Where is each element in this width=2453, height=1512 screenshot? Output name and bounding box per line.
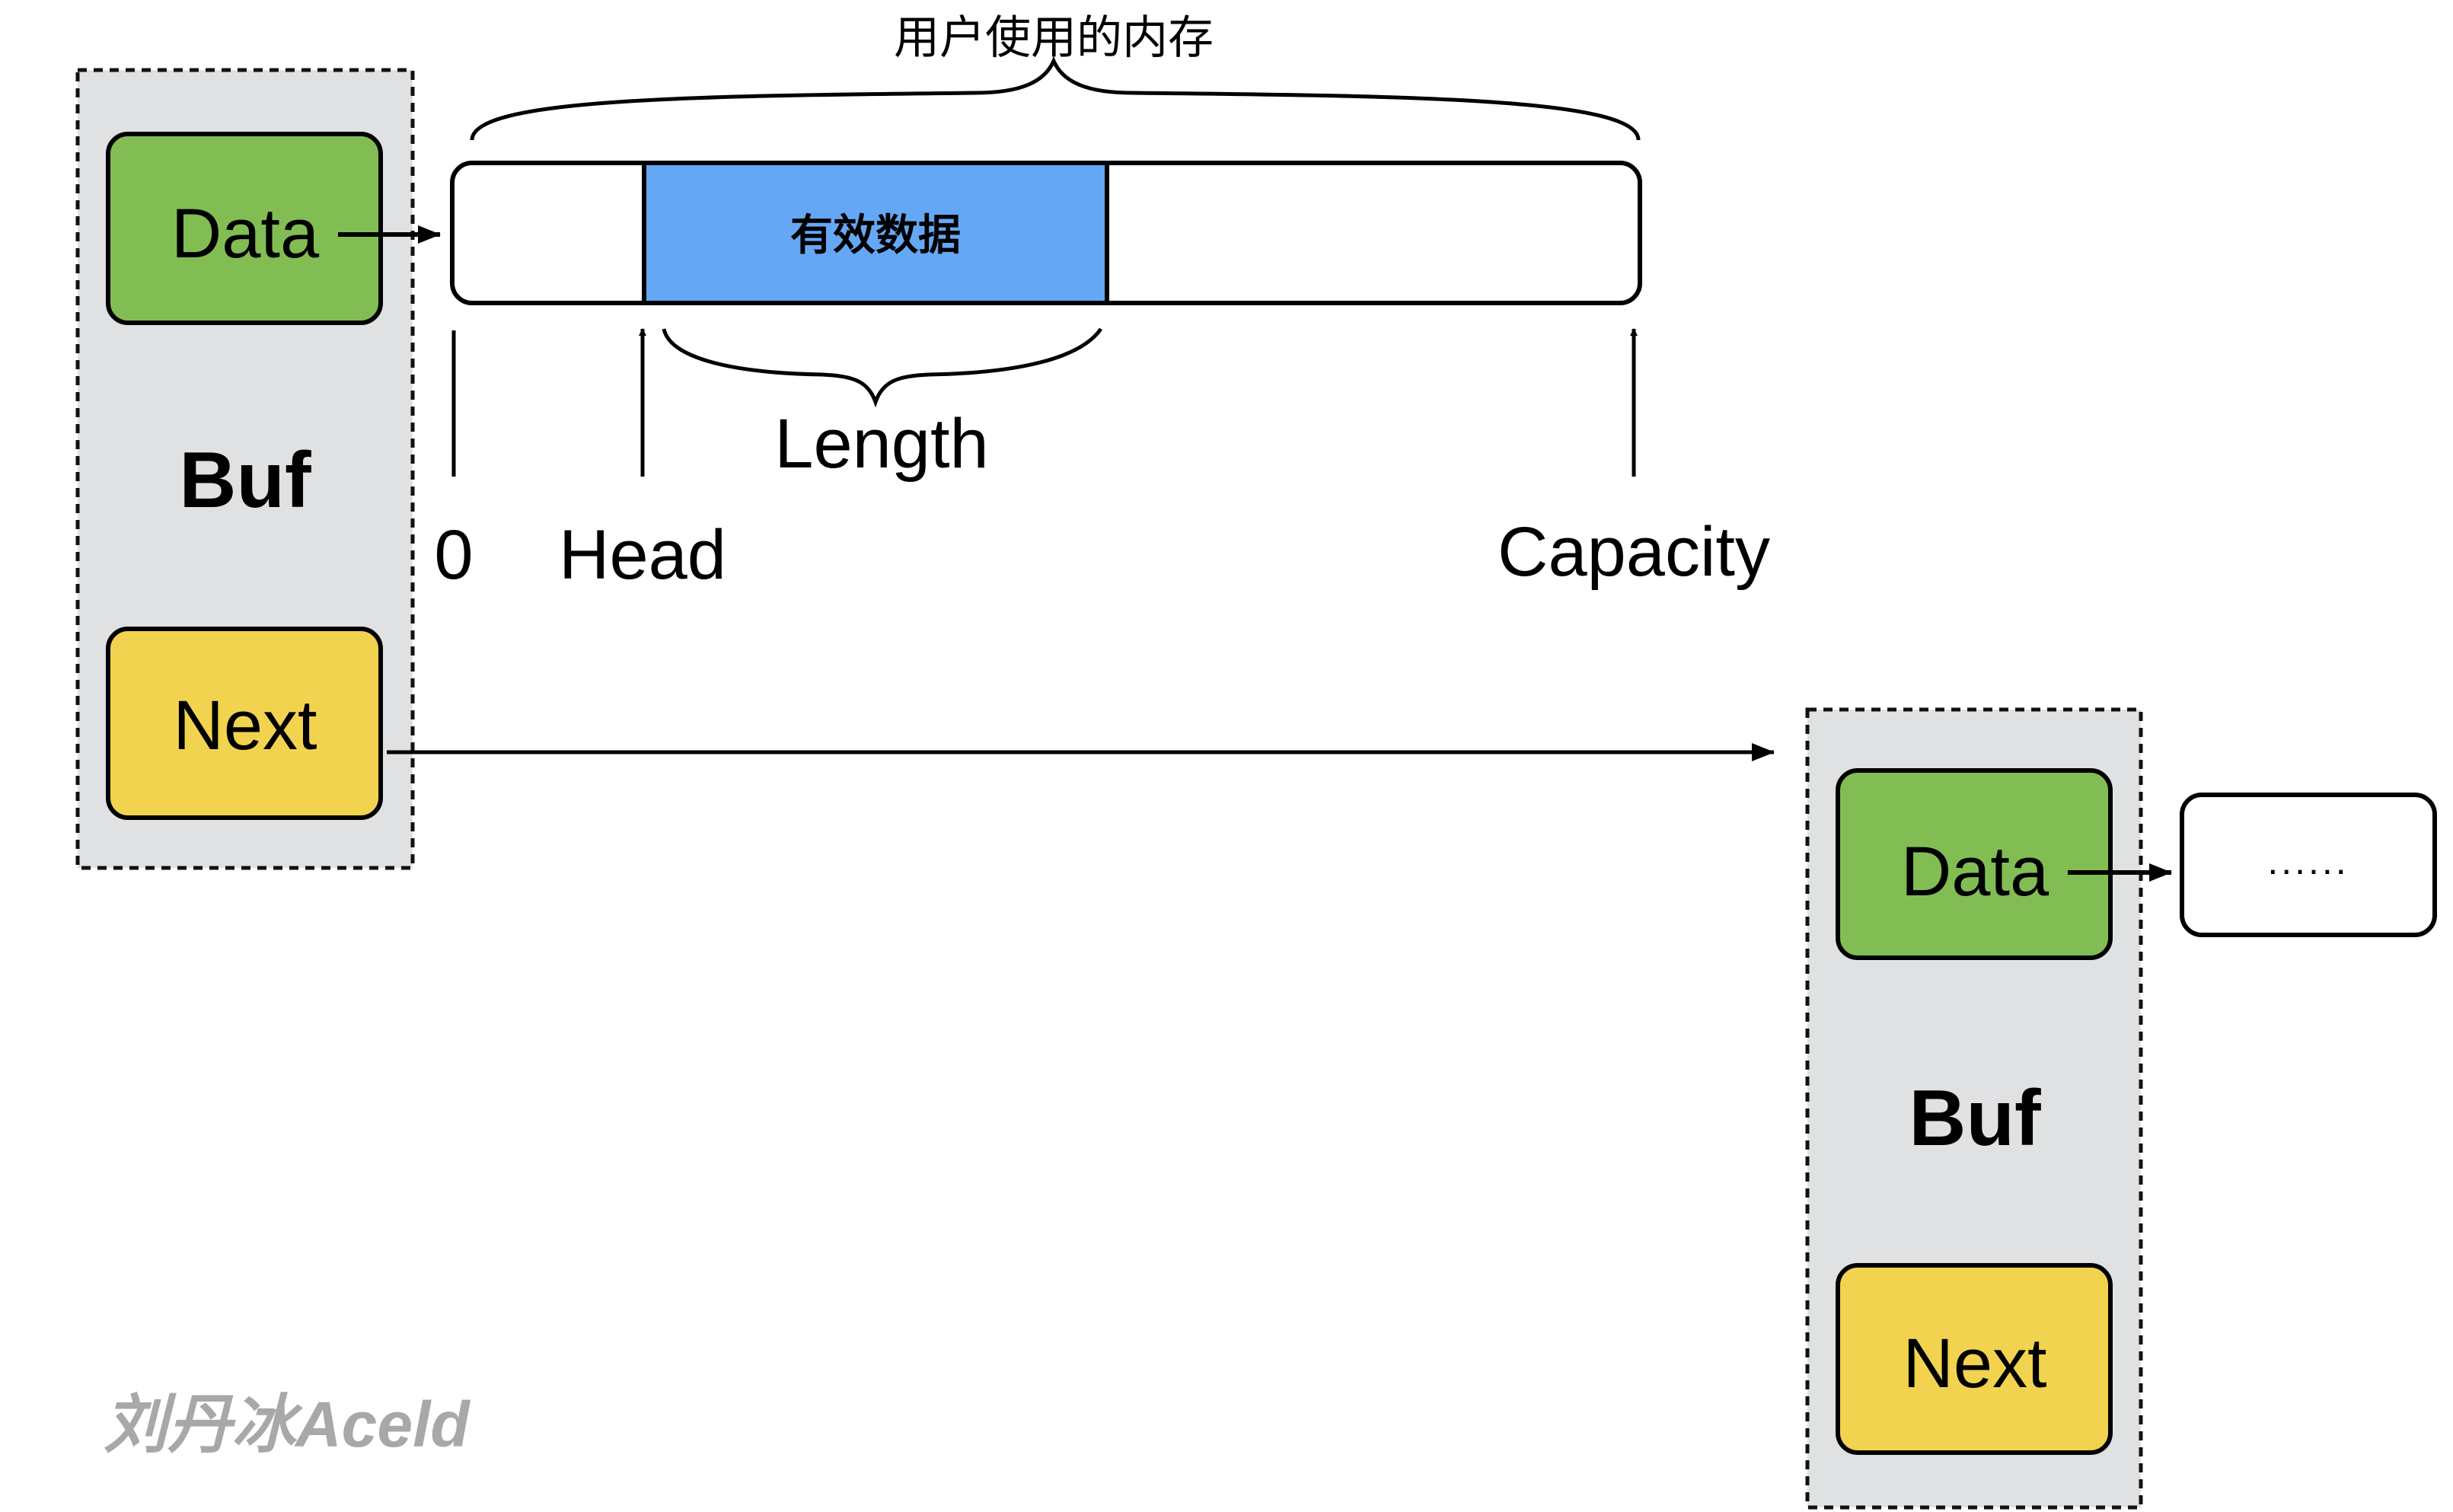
data-label-2: Data: [1901, 833, 2049, 911]
next-label-2: Next: [1903, 1325, 2046, 1402]
next-memory-ellipsis: ......: [2267, 840, 2349, 882]
head-label: Head: [559, 516, 726, 594]
length-brace: [662, 327, 1103, 408]
next-box-2[interactable]: [1836, 1263, 2113, 1455]
length-label: Length: [774, 405, 988, 483]
zero-label: 0: [434, 516, 473, 594]
valid-data-label: 有效数据: [790, 211, 961, 259]
buf-title-2: Buf: [1909, 1074, 2041, 1163]
next-box-1[interactable]: [106, 627, 383, 820]
capacity-label: Capacity: [1498, 513, 1770, 591]
buf-node-1: Data Buf Next: [75, 68, 415, 870]
next-label-1: Next: [173, 687, 317, 764]
buf-title-1: Buf: [179, 436, 311, 525]
data-label-1: Data: [171, 195, 320, 273]
data-box-1[interactable]: [106, 132, 383, 325]
watermark: 刘丹冰Aceld: [104, 1389, 471, 1460]
valid-data-segment: [642, 161, 1109, 305]
memory-block: 用户使用的内存 有效数据 Length 0 Head Capacity: [434, 12, 1770, 594]
data-box-2[interactable]: [1836, 768, 2113, 960]
memory-brace: [470, 56, 1641, 141]
memory-caption: 用户使用的内存: [894, 12, 1214, 63]
buf-node-2: Data Buf Next: [1805, 707, 2143, 1510]
next-memory-block: [2180, 793, 2437, 937]
